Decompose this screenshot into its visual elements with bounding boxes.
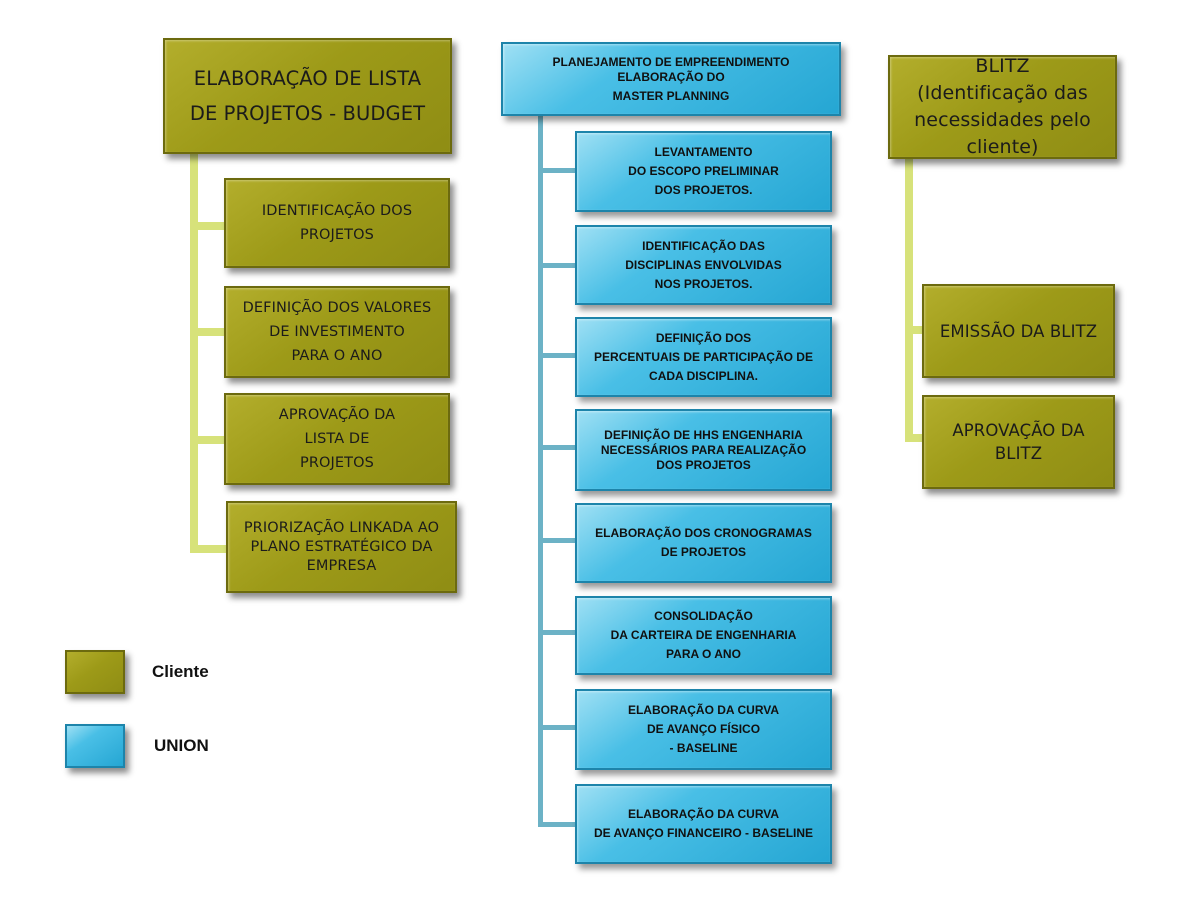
master-planning-header-line-1: PLANEJAMENTO DE EMPREENDIMENTO — [552, 54, 790, 69]
blitz-header-title: BLITZ — [975, 55, 1030, 77]
left-connector-branch-1 — [190, 222, 226, 230]
identify-projects-line-2: PROJETOS — [300, 227, 374, 243]
blitz-issue-line-1: EMISSÃO DA BLITZ — [939, 321, 1098, 341]
blitz-approval-line-1: APROVAÇÃO DA — [952, 421, 1085, 440]
master-planning-header-line-3: MASTER PLANNING — [612, 88, 730, 103]
prioritization-box: PRIORIZAÇÃO LINKADA AO PLANO ESTRATÉGICO… — [226, 501, 457, 593]
physical-curve-line-1: ELABORAÇÃO DA CURVA — [627, 703, 780, 717]
legend-union-swatch — [65, 724, 125, 768]
approve-project-list-box: APROVAÇÃO DA LISTA DE PROJETOS — [224, 393, 450, 485]
right-connector-trunk — [905, 157, 913, 442]
left-connector-branch-4 — [190, 545, 226, 553]
schedules-box: ELABORAÇÃO DOS CRONOGRAMAS DE PROJETOS — [575, 503, 832, 583]
participation-percent-line-1: DEFINIÇÃO DOS — [655, 330, 752, 345]
engineering-hours-line-1: DEFINIÇÃO DE HHS ENGENHARIA — [604, 427, 803, 442]
prioritization-line-1: PRIORIZAÇÃO LINKADA AO — [243, 519, 440, 536]
approve-project-list-line-1: APROVAÇÃO DA — [278, 407, 396, 423]
engineering-hours-line-2: NECESSÁRIOS PARA REALIZAÇÃO — [600, 442, 807, 457]
engineering-hours-box: DEFINIÇÃO DE HHS ENGENHARIA NECESSÁRIOS … — [575, 409, 832, 491]
blitz-approval-line-2: BLITZ — [994, 444, 1043, 463]
master-planning-header-line-2: ELABORAÇÃO DO — [617, 69, 725, 84]
scope-survey-line-2: DO ESCOPO PRELIMINAR — [628, 164, 779, 178]
prioritization-line-3: EMPRESA — [306, 557, 377, 574]
budget-list-header-line-1: ELABORAÇÃO DE LISTA — [193, 67, 422, 90]
prioritization-line-2: PLANO ESTRATÉGICO DA — [250, 538, 433, 555]
schedules-line-1: ELABORAÇÃO DOS CRONOGRAMAS — [595, 526, 812, 540]
disciplines-line-1: IDENTIFICAÇÃO DAS — [642, 238, 765, 253]
financial-curve-line-1: ELABORAÇÃO DA CURVA — [627, 807, 780, 821]
right-connector-branch-2 — [905, 434, 925, 442]
left-connector-branch-2 — [190, 328, 226, 336]
right-connector-branch-1 — [905, 326, 925, 334]
disciplines-line-2: DISCIPLINAS ENVOLVIDAS — [625, 257, 782, 272]
schedules-line-2: DE PROJETOS — [660, 545, 747, 559]
scope-survey-box: LEVANTAMENTO DO ESCOPO PRELIMINAR DOS PR… — [575, 131, 832, 212]
scope-survey-line-1: LEVANTAMENTO — [654, 145, 753, 159]
blitz-header-line-2: (Identificação das — [917, 82, 1088, 104]
middle-connector-branch-2 — [538, 263, 578, 268]
budget-list-header-box: ELABORAÇÃO DE LISTA DE PROJETOS - BUDGET — [163, 38, 452, 154]
participation-percent-box: DEFINIÇÃO DOS PERCENTUAIS DE PARTICIPAÇÃ… — [575, 317, 832, 397]
middle-connector-branch-3 — [538, 353, 578, 358]
left-connector-branch-3 — [190, 436, 226, 444]
middle-connector-trunk — [538, 116, 543, 827]
financial-curve-box: ELABORAÇÃO DA CURVA DE AVANÇO FINANCEIRO… — [575, 784, 832, 864]
portfolio-consolidation-box: CONSOLIDAÇÃO DA CARTEIRA DE ENGENHARIA P… — [575, 596, 832, 675]
disciplines-line-3: NOS PROJETOS. — [654, 276, 753, 291]
legend-cliente-swatch — [65, 650, 125, 694]
approve-project-list-line-2: LISTA DE — [304, 431, 370, 447]
identify-projects-box: IDENTIFICAÇÃO DOS PROJETOS — [224, 178, 450, 268]
investment-values-box: DEFINIÇÃO DOS VALORES DE INVESTIMENTO PA… — [224, 286, 450, 378]
physical-curve-box: ELABORAÇÃO DA CURVA DE AVANÇO FÍSICO - B… — [575, 689, 832, 770]
participation-percent-line-3: CADA DISCIPLINA. — [649, 368, 758, 383]
middle-connector-branch-5 — [538, 538, 578, 543]
engineering-hours-line-3: DOS PROJETOS — [656, 457, 751, 472]
left-connector-trunk — [190, 153, 198, 553]
middle-connector-branch-6 — [538, 630, 578, 635]
middle-connector-branch-8 — [538, 822, 578, 827]
middle-connector-branch-4 — [538, 445, 578, 450]
legend-union-label: UNION — [154, 736, 209, 755]
physical-curve-line-3: - BASELINE — [669, 741, 738, 755]
blitz-header-line-3: necessidades pelo cliente) — [914, 109, 1091, 158]
investment-values-line-3: PARA O ANO — [291, 348, 383, 364]
master-planning-header-box: PLANEJAMENTO DE EMPREENDIMENTO ELABORAÇÃ… — [501, 42, 841, 116]
portfolio-consolidation-line-1: CONSOLIDAÇÃO — [654, 609, 753, 623]
financial-curve-line-2: DE AVANÇO FINANCEIRO - BASELINE — [593, 826, 814, 840]
middle-connector-branch-1 — [538, 168, 578, 173]
portfolio-consolidation-line-3: PARA O ANO — [666, 647, 741, 661]
middle-connector-branch-7 — [538, 725, 578, 730]
participation-percent-line-2: PERCENTUAIS DE PARTICIPAÇÃO DE — [594, 349, 813, 364]
blitz-issue-box: EMISSÃO DA BLITZ — [922, 284, 1115, 378]
budget-list-header-line-2: DE PROJETOS - BUDGET — [189, 102, 426, 125]
portfolio-consolidation-line-2: DA CARTEIRA DE ENGENHARIA — [610, 628, 797, 642]
blitz-approval-box: APROVAÇÃO DA BLITZ — [922, 395, 1115, 489]
investment-values-line-1: DEFINIÇÃO DOS VALORES — [242, 300, 432, 316]
legend-cliente-label: Cliente — [152, 662, 209, 681]
scope-survey-line-3: DOS PROJETOS. — [654, 183, 753, 197]
blitz-header-box: BLITZ (Identificação das necessidades pe… — [888, 55, 1117, 159]
disciplines-box: IDENTIFICAÇÃO DAS DISCIPLINAS ENVOLVIDAS… — [575, 225, 832, 305]
identify-projects-line-1: IDENTIFICAÇÃO DOS — [261, 203, 413, 219]
approve-project-list-line-3: PROJETOS — [300, 455, 374, 471]
physical-curve-line-2: DE AVANÇO FÍSICO — [646, 722, 761, 736]
investment-values-line-2: DE INVESTIMENTO — [269, 324, 405, 340]
